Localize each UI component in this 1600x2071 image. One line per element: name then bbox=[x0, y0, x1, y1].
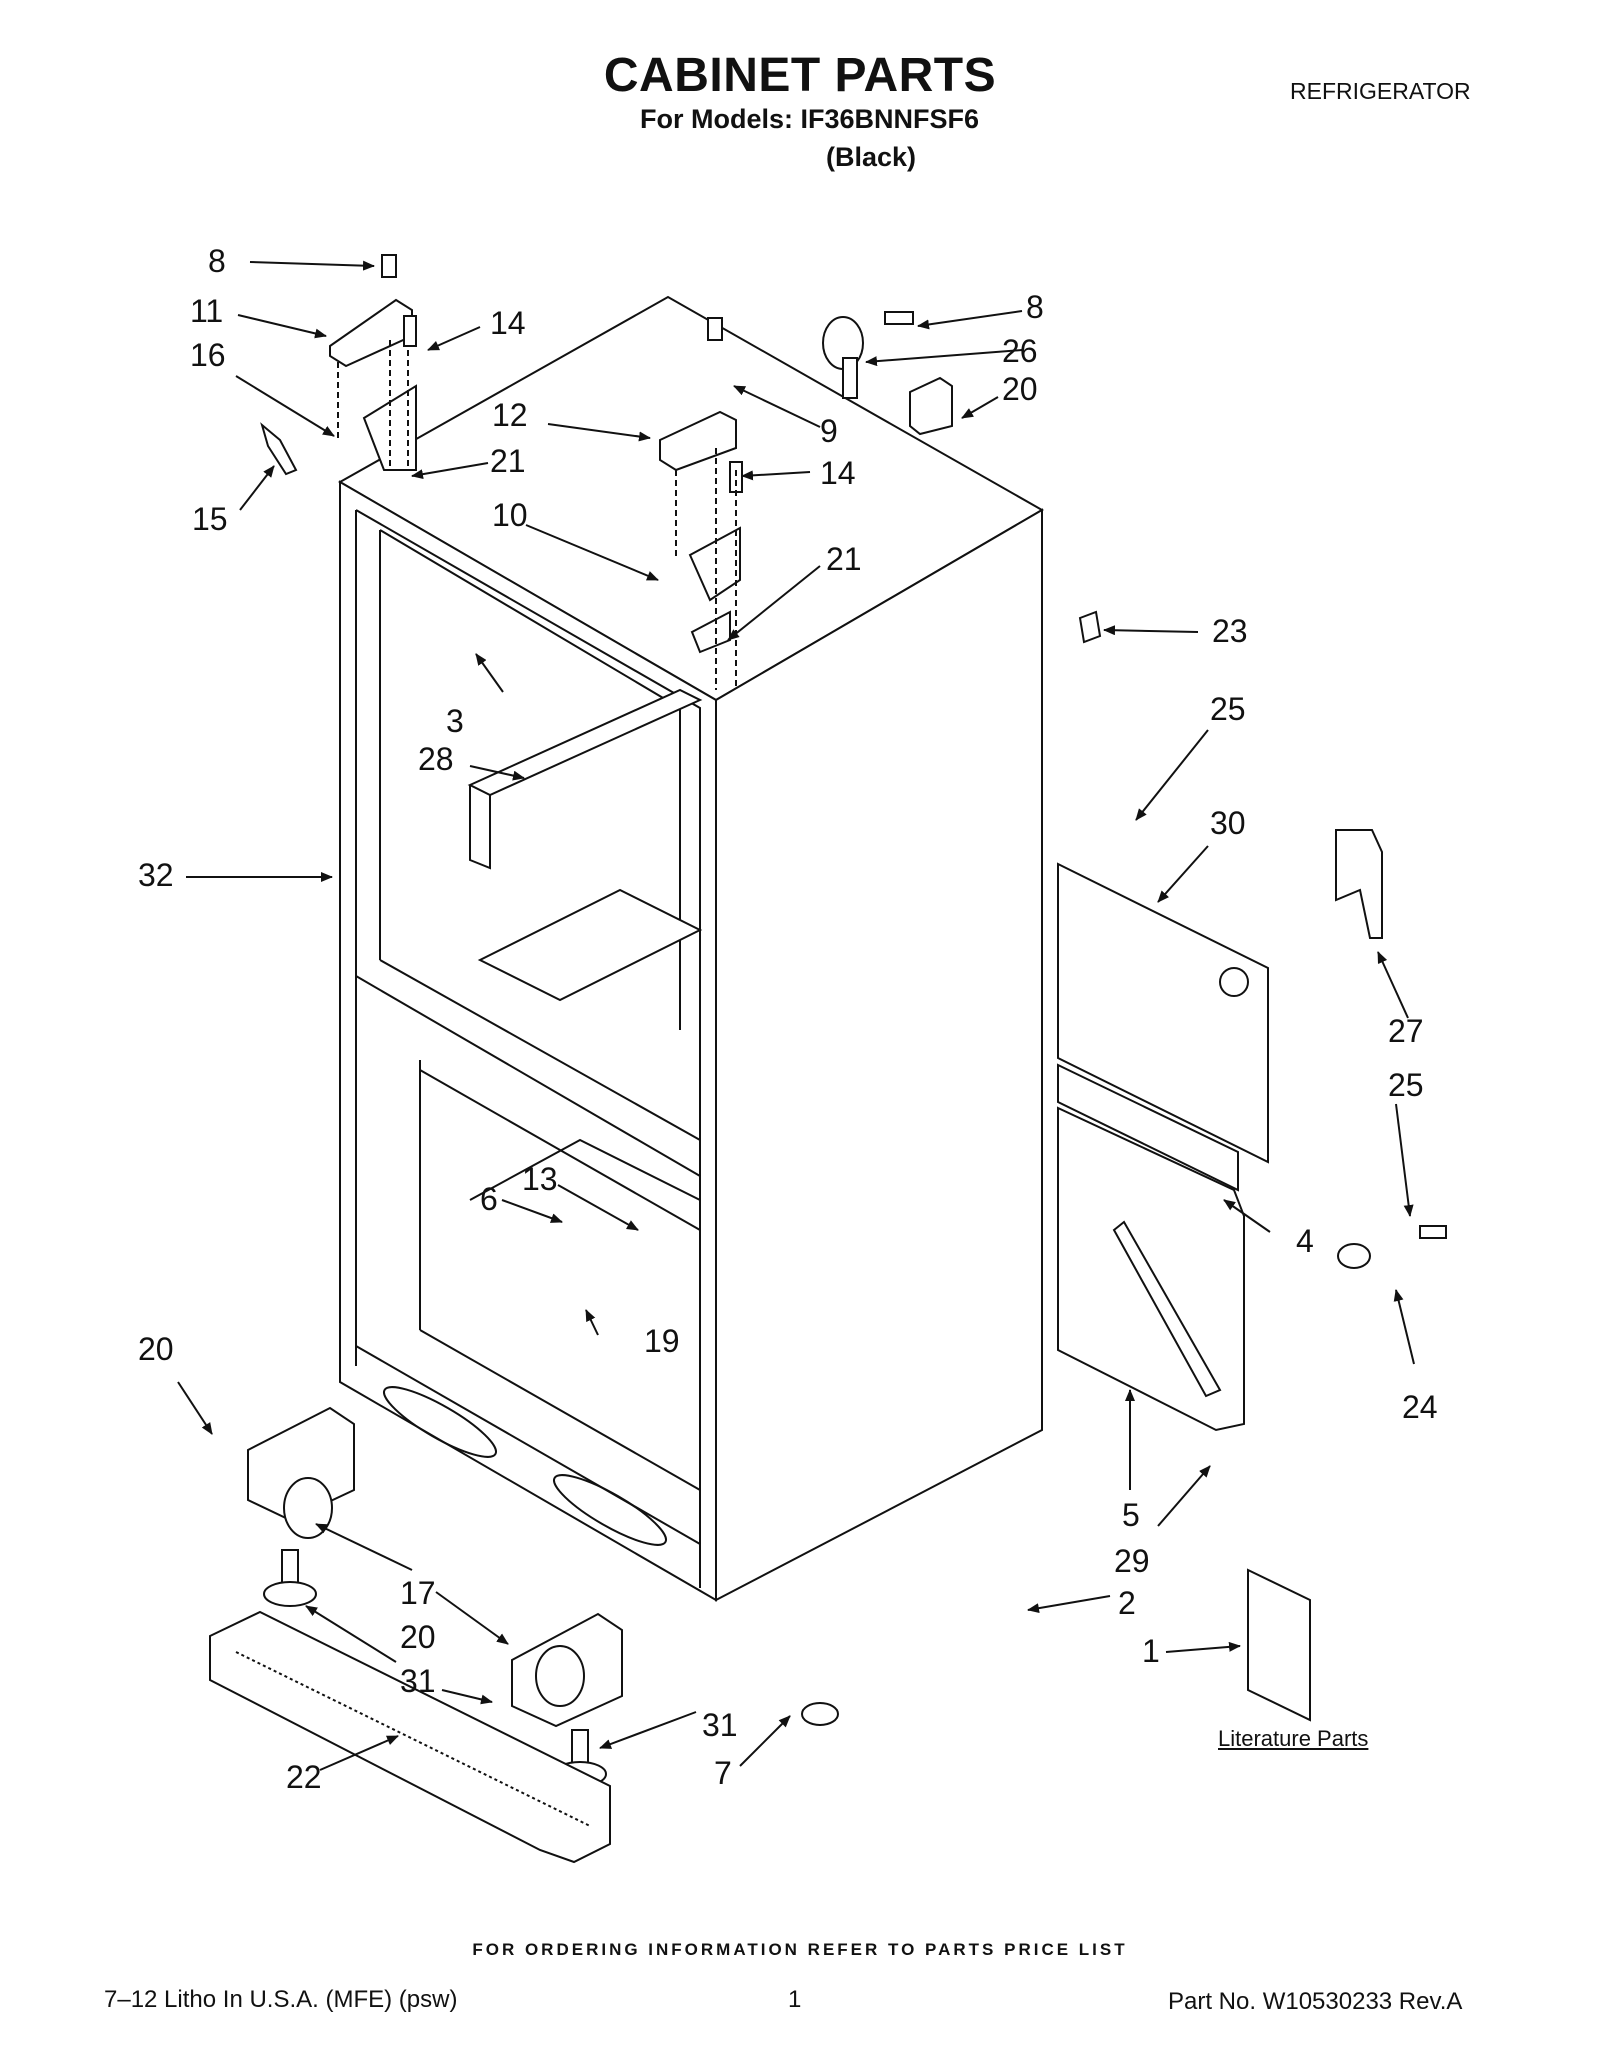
clip-icon-2 bbox=[1078, 610, 1102, 644]
rear-grille-panel bbox=[1057, 862, 1269, 1164]
rear-panels bbox=[1057, 862, 1269, 1432]
callout-20: 20 bbox=[138, 1331, 174, 1367]
callout-5: 5 bbox=[1122, 1497, 1140, 1533]
refrigerator-cabinet bbox=[337, 295, 1045, 1602]
callout-16: 20 bbox=[1002, 371, 1038, 407]
callout-19: 17 bbox=[400, 1575, 436, 1611]
callout-27: 27 bbox=[1388, 1013, 1424, 1049]
callout-labels: 8 11 16 15 14 21 12 10 9 14 21 8 26 20 2… bbox=[138, 243, 1438, 1795]
callout-29: 29 bbox=[1114, 1543, 1150, 1579]
callout-2: 2 bbox=[1118, 1585, 1136, 1621]
model-line: For Models: IF36BNNFSF6 bbox=[640, 104, 980, 134]
part-number: Part No. W10530233 Rev.A bbox=[1168, 1988, 1463, 2015]
callout-28: 28 bbox=[418, 741, 454, 777]
channel-icon bbox=[1335, 829, 1383, 939]
appliance-category: REFRIGERATOR bbox=[1290, 78, 1471, 104]
leader-arrows bbox=[177, 260, 1415, 1771]
callout-10: 10 bbox=[492, 497, 528, 533]
hinge-plate-icon bbox=[362, 384, 417, 471]
page-title: CABINET PARTS bbox=[603, 49, 997, 102]
callout-26: 26 bbox=[1002, 333, 1038, 369]
callout-14b: 14 bbox=[820, 455, 856, 491]
callout-12: 12 bbox=[492, 397, 528, 433]
callout-4: 4 bbox=[1296, 1223, 1314, 1259]
top-right-parts bbox=[822, 311, 1102, 644]
loose-parts bbox=[801, 829, 1447, 1726]
literature-parts-label: Literature Parts bbox=[1218, 1726, 1369, 1751]
hinge-screw-icon bbox=[381, 254, 397, 278]
hinge-cover-icon bbox=[260, 422, 298, 476]
callout-9b: 9 bbox=[820, 413, 838, 449]
callout-23: 23 bbox=[1212, 613, 1248, 649]
callout-17: 15 bbox=[192, 501, 228, 537]
page-number: 1 bbox=[788, 1986, 802, 2013]
callout-15: 19 bbox=[644, 1323, 680, 1359]
callout-7: 7 bbox=[714, 1755, 732, 1791]
callout-3: 3 bbox=[446, 703, 464, 739]
callout-18: 16 bbox=[190, 337, 226, 373]
callout-22: 22 bbox=[286, 1759, 322, 1795]
hinge-bracket-icon bbox=[329, 298, 413, 368]
ordering-info: FOR ORDERING INFORMATION REFER TO PARTS … bbox=[472, 1940, 1128, 1959]
callout-21b: 21 bbox=[826, 541, 862, 577]
callout-31b: 31 bbox=[702, 1707, 738, 1743]
print-info: 7–12 Litho In U.S.A. (MFE) (psw) bbox=[104, 1986, 458, 2013]
callout-20b: 20 bbox=[400, 1619, 436, 1655]
callout-25b: 25 bbox=[1388, 1067, 1424, 1103]
literature-booklet-icon bbox=[1247, 1568, 1311, 1722]
callout-9: 8 bbox=[208, 243, 226, 279]
callout-32: 32 bbox=[138, 857, 174, 893]
callout-24: 24 bbox=[1402, 1389, 1438, 1425]
bottom-parts bbox=[209, 1406, 623, 1864]
callout-11: 13 bbox=[522, 1161, 558, 1197]
callout-31: 31 bbox=[400, 1663, 436, 1699]
callout-6: 6 bbox=[480, 1181, 498, 1217]
seal-strip bbox=[1057, 1063, 1239, 1192]
clamp-icon bbox=[1337, 1243, 1371, 1269]
callout-30: 30 bbox=[1210, 805, 1246, 841]
color-variant: (Black) bbox=[826, 142, 917, 172]
callout-25: 25 bbox=[1210, 691, 1246, 727]
wrench-icon bbox=[1112, 1220, 1222, 1398]
callout-8: 8 bbox=[1026, 289, 1044, 325]
left-hinge-assembly bbox=[260, 254, 417, 476]
callout-14: 14 bbox=[490, 305, 526, 341]
callout-1: 1 bbox=[1142, 1633, 1160, 1669]
grommet-icon bbox=[801, 1702, 839, 1726]
clip-icon bbox=[909, 376, 953, 436]
callout-13: 11 bbox=[190, 293, 223, 329]
callout-21: 21 bbox=[490, 443, 526, 479]
leveler-foot-icon bbox=[263, 1581, 317, 1607]
